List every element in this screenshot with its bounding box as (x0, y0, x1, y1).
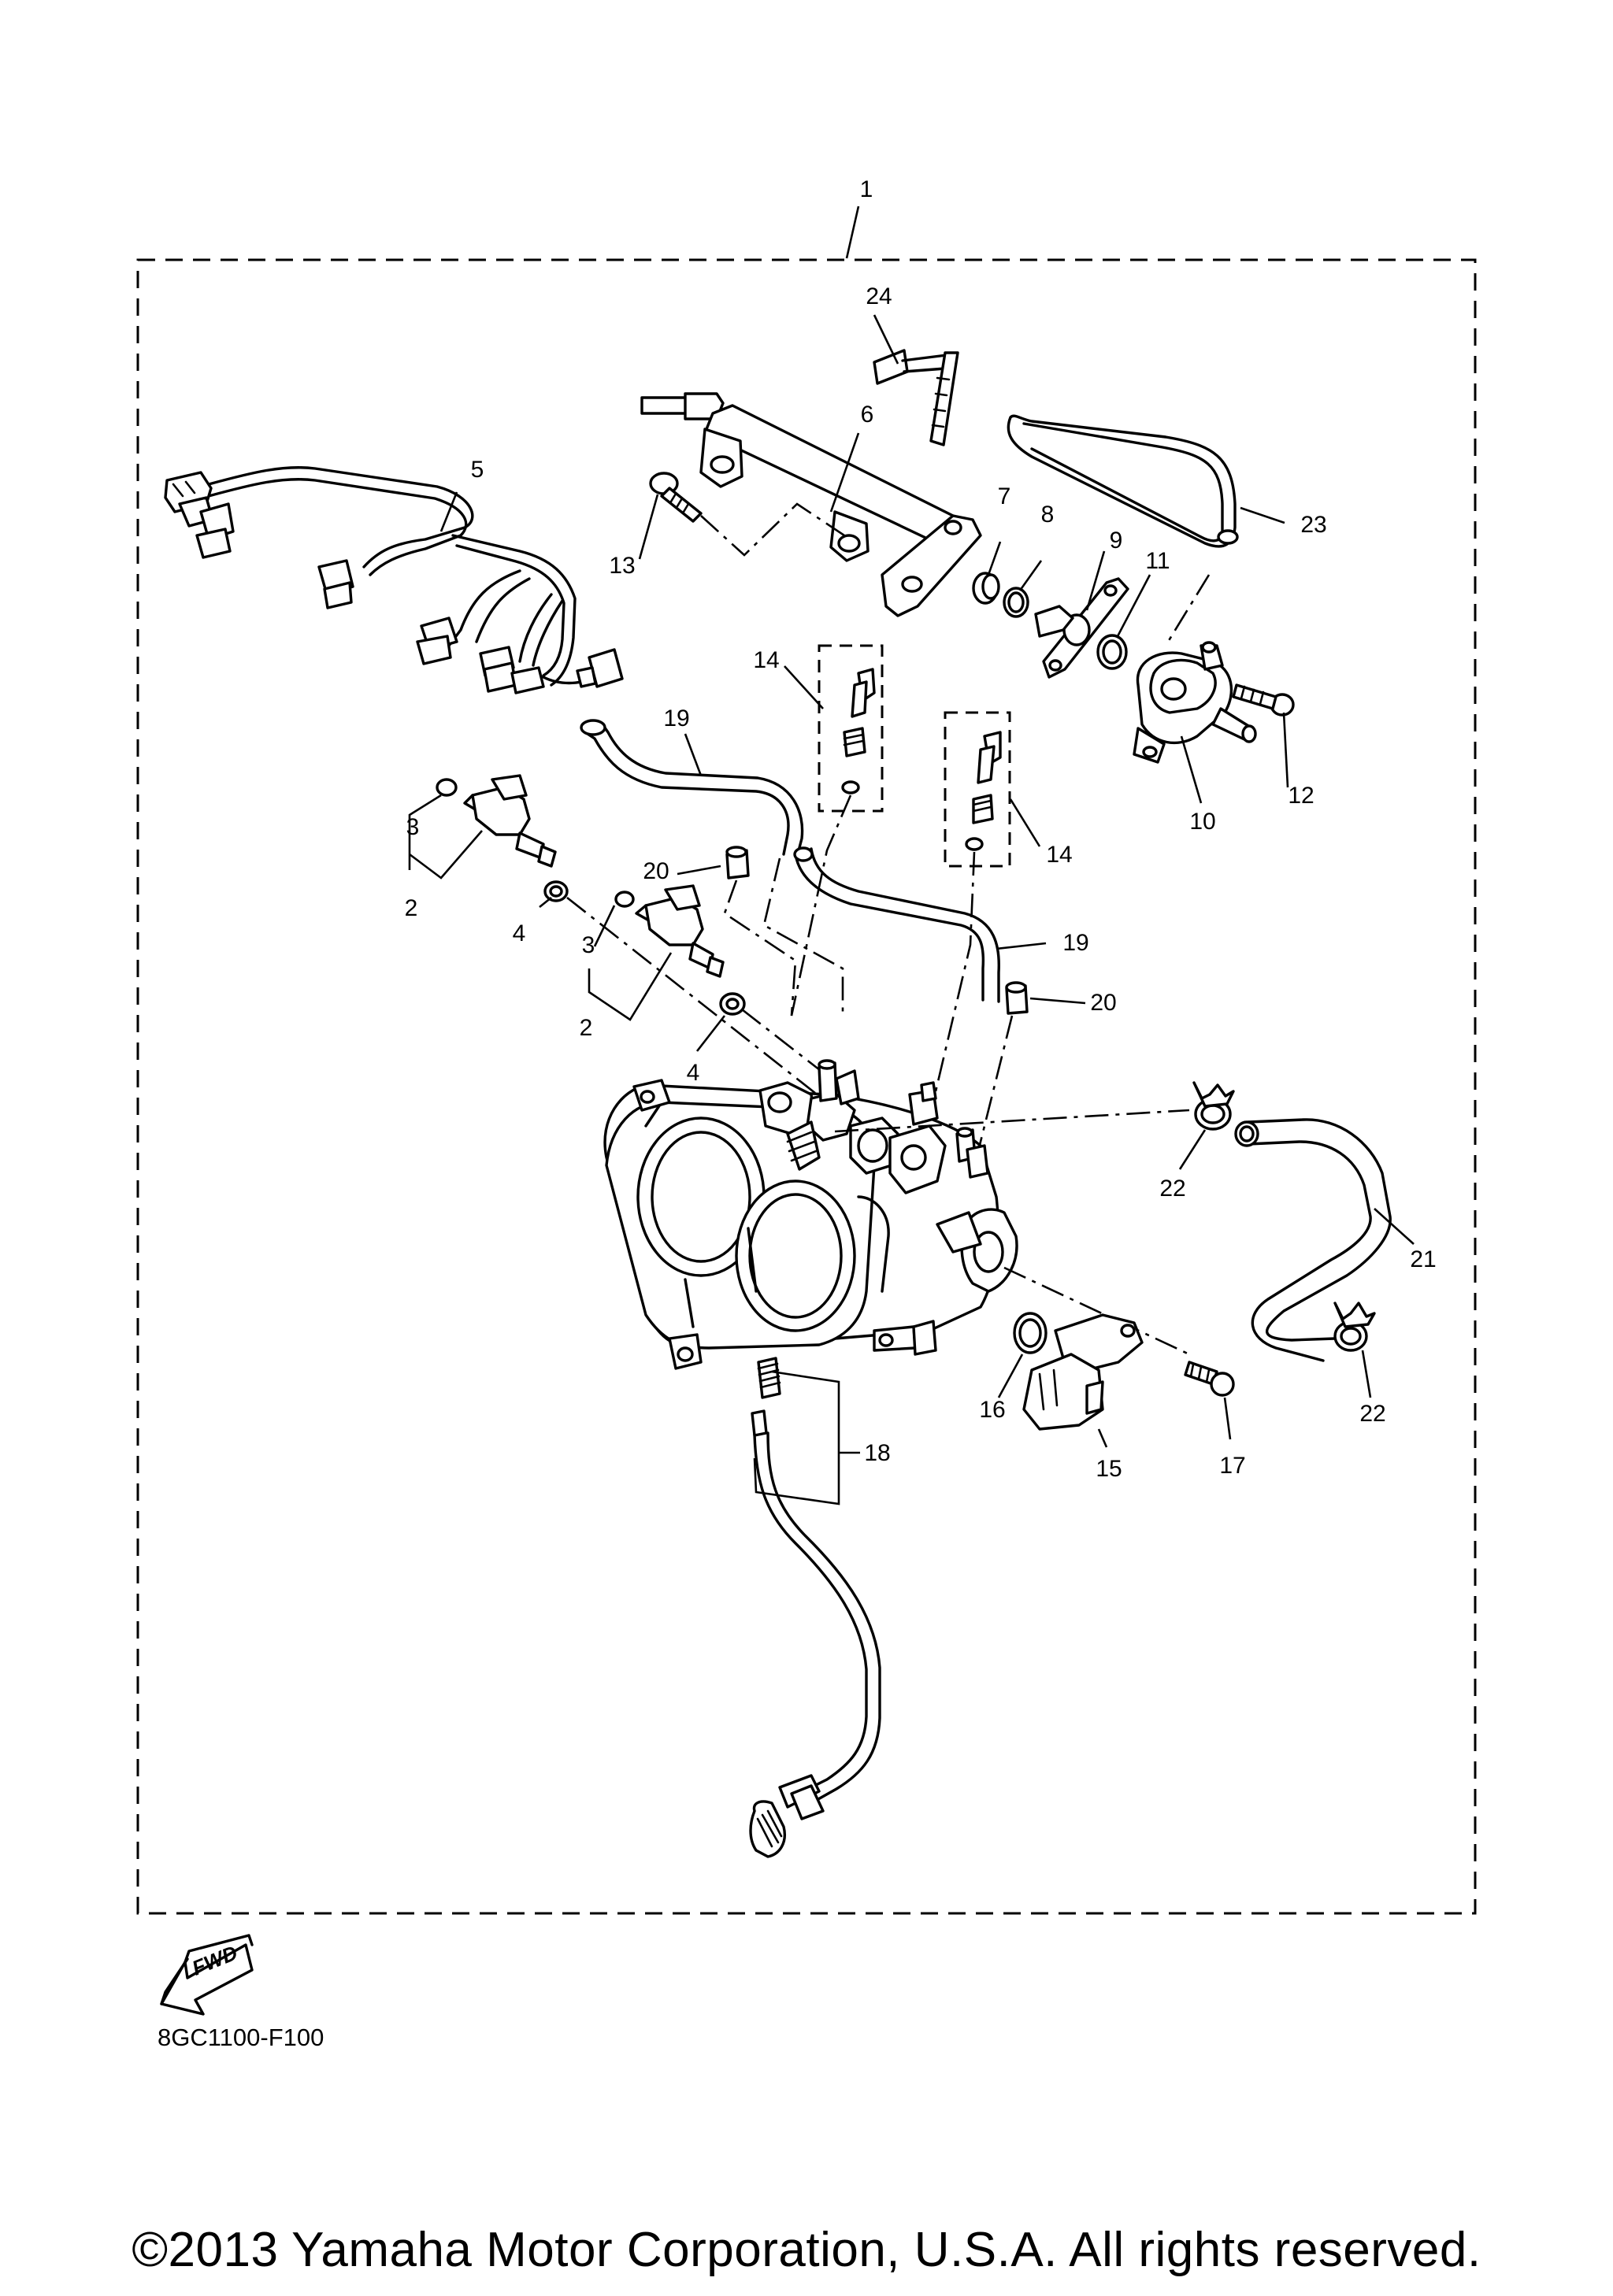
assembly-boundary (136, 258, 1477, 1915)
copyright-notice: ©2013 Yamaha Motor Corporation, U.S.A. A… (132, 2223, 1481, 2277)
leader-lines (408, 206, 1415, 1505)
callout-7: 7 (998, 483, 1011, 509)
callout-14a: 14 (753, 647, 779, 673)
callout-2a: 2 (405, 895, 418, 921)
callout-labels: 1 24 6 5 13 7 8 9 11 23 12 10 14 14 19 1… (405, 176, 1437, 1482)
callout-19a: 19 (663, 705, 689, 731)
cable-tie-24 (873, 349, 959, 446)
hose-21 (1234, 1118, 1392, 1362)
callout-21: 21 (1410, 1246, 1436, 1272)
callout-12: 12 (1288, 783, 1314, 809)
gasket-plate-9 (1034, 577, 1129, 679)
valve-kit-14b (928, 711, 1011, 1119)
callout-20a: 20 (643, 858, 669, 884)
callout-2b: 2 (580, 1015, 593, 1041)
hose-19b (793, 846, 1000, 1003)
callout-15: 15 (1096, 1456, 1122, 1482)
cap-7 (972, 572, 1000, 605)
callout-4a: 4 (513, 920, 526, 946)
callout-22a: 22 (1159, 1176, 1185, 1202)
callout-22b: 22 (1359, 1401, 1385, 1427)
callout-18: 18 (864, 1440, 890, 1466)
o-ring-8 (1003, 587, 1029, 618)
callout-3a: 3 (406, 814, 420, 840)
callout-10: 10 (1189, 809, 1215, 835)
forward-arrow: FWD (160, 1934, 254, 2016)
callout-8: 8 (1041, 502, 1055, 528)
injector-2b (614, 884, 903, 1135)
callout-23: 23 (1300, 512, 1326, 538)
callout-6: 6 (861, 402, 874, 428)
screw-12 (1232, 683, 1295, 717)
screw-13 (649, 472, 845, 557)
clamp-22b (1333, 1302, 1376, 1352)
callout-11: 11 (1145, 548, 1170, 574)
screw-17 (1184, 1361, 1235, 1397)
callout-1: 1 (860, 176, 873, 202)
pressure-regulator-10 (1133, 574, 1269, 764)
callout-4b: 4 (687, 1060, 700, 1086)
callout-9: 9 (1110, 528, 1123, 554)
hose-20b (975, 981, 1029, 1158)
sensor-hose-18 (749, 1357, 881, 1858)
throttle-body (603, 1059, 1018, 1370)
valve-kit-14a (790, 644, 884, 1017)
callout-13: 13 (609, 553, 635, 579)
hose-23 (1007, 414, 1239, 548)
hose-20a (723, 846, 844, 1017)
hose-19a (580, 719, 804, 858)
callout-5: 5 (471, 457, 484, 483)
callout-19b: 19 (1062, 930, 1088, 956)
injector-2a (436, 774, 828, 1104)
callout-3b: 3 (582, 932, 595, 958)
fuel-rail-6 (640, 392, 982, 617)
wire-harness-5 (164, 466, 624, 694)
throttle-sensor-15 (1003, 1266, 1190, 1431)
callout-14b: 14 (1046, 842, 1072, 868)
o-ring-16 (1013, 1312, 1048, 1354)
callout-20b: 20 (1090, 990, 1116, 1016)
callout-17: 17 (1219, 1453, 1245, 1479)
diagram-code: 8GC1100-F100 (158, 2024, 324, 2051)
o-ring-11 (1096, 634, 1128, 670)
callout-24: 24 (866, 283, 892, 309)
clamp-22a (834, 1081, 1235, 1133)
callout-16: 16 (979, 1397, 1005, 1423)
